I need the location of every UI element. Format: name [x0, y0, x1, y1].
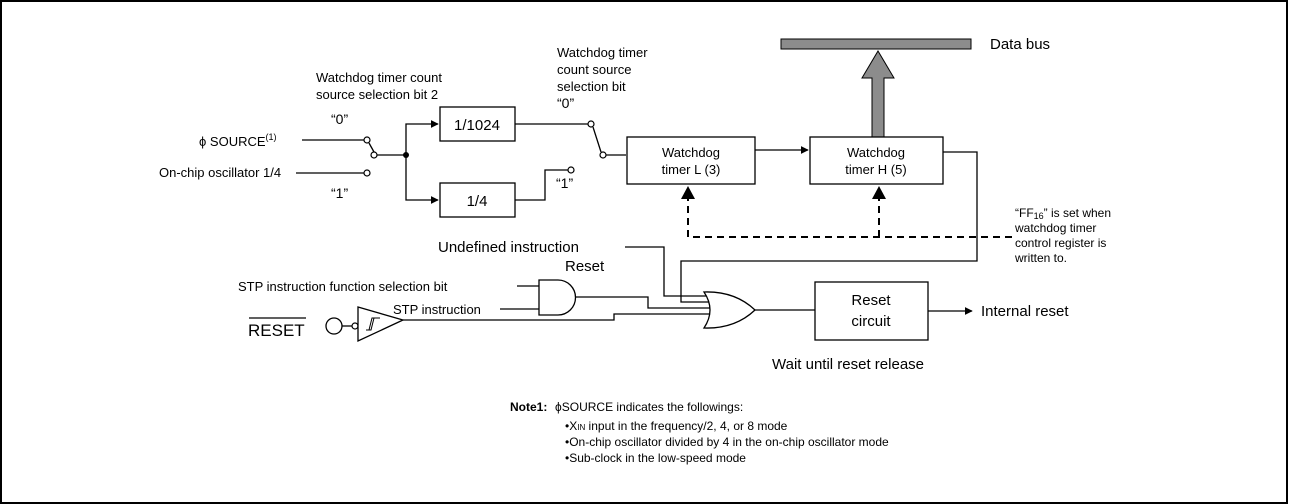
- or-gate: [702, 291, 756, 329]
- data-bus-bar: [780, 38, 972, 50]
- note-item-1: •XIN input in the frequency/2, 4, or 8 m…: [565, 419, 788, 433]
- wait-reset-release-label: Wait until reset release: [772, 356, 924, 373]
- switch2-contact-0: [587, 120, 595, 128]
- note-item-3: •Sub-clock in the low-speed mode: [565, 451, 746, 465]
- count-source-selection-bit-2-label-line2: source selection bit 2: [316, 87, 438, 102]
- switch1-contact-1: [363, 169, 371, 177]
- divider-4-label: 1/4: [467, 193, 488, 210]
- watchdog-timer-h-label: Watchdog: [847, 145, 905, 160]
- note-title: Note1:: [510, 400, 547, 414]
- switch2-one-label: “1”: [556, 175, 573, 191]
- watchdog-timer-l-label: Watchdog: [662, 145, 720, 160]
- inverter-bubble-icon: [351, 322, 359, 330]
- undefined-instruction-label: Undefined instruction: [438, 239, 579, 256]
- switch1-contact-0: [363, 136, 371, 144]
- note-intro: ϕSOURCE indicates the followings:: [555, 400, 743, 414]
- note-ref: (1): [266, 132, 277, 142]
- count-source-selection-bit-label-line2: count source: [557, 62, 631, 77]
- stp-instruction-label: STP instruction: [393, 302, 481, 317]
- phi-source-label: ϕ SOURCE(1): [199, 132, 277, 149]
- reset-circuit-label-line2: circuit: [851, 313, 891, 330]
- switch1-zero-label: “0”: [331, 111, 348, 127]
- reset-circuit-label: Reset: [851, 292, 891, 309]
- ff16-note-line3: control register is: [1015, 236, 1106, 250]
- reset-pin-label: RESET: [248, 321, 305, 340]
- undefined-instruction-label-line2: Reset: [565, 258, 605, 275]
- switch2-contact-1: [567, 166, 575, 174]
- count-source-selection-bit-2-label: Watchdog timer count: [316, 70, 442, 85]
- count-source-selection-bit-label: Watchdog timer: [557, 45, 648, 60]
- stp-function-selection-label: STP instruction function selection bit: [238, 279, 448, 294]
- watchdog-timer-h-label-line2: timer H (5): [845, 162, 906, 177]
- watchdog-timer-h-box: [809, 136, 944, 185]
- internal-reset-label: Internal reset: [981, 303, 1069, 320]
- reset-circuit-box: [814, 281, 929, 341]
- switch2-zero-label: “0”: [557, 95, 574, 111]
- ff16-note-line4: written to.: [1014, 251, 1067, 265]
- data-bus-arrow: [861, 50, 895, 138]
- data-bus-label: Data bus: [990, 36, 1050, 53]
- ff16-note: “FF16” is set when: [1015, 206, 1111, 221]
- on-chip-oscillator-label: On-chip oscillator 1/4: [159, 165, 281, 180]
- ff16-note-line2: watchdog timer: [1014, 221, 1096, 235]
- note-item-2: •On-chip oscillator divided by 4 in the …: [565, 435, 889, 449]
- divider-1024-label: 1/1024: [454, 117, 500, 134]
- watchdog-timer-l-label-line2: timer L (3): [662, 162, 721, 177]
- schmitt-buffer-icon: [357, 306, 405, 343]
- and-gate: [538, 279, 577, 316]
- switch1-one-label: “1”: [331, 185, 348, 201]
- switch2-pivot: [599, 151, 607, 159]
- count-source-selection-bit-label-line3: selection bit: [557, 79, 626, 94]
- switch1-pivot: [370, 151, 378, 159]
- watchdog-timer-l-box: [626, 136, 756, 185]
- schmitt-symbol: [366, 317, 380, 331]
- reset-pin-icon: [325, 317, 343, 335]
- divider-1024-box: [439, 106, 516, 142]
